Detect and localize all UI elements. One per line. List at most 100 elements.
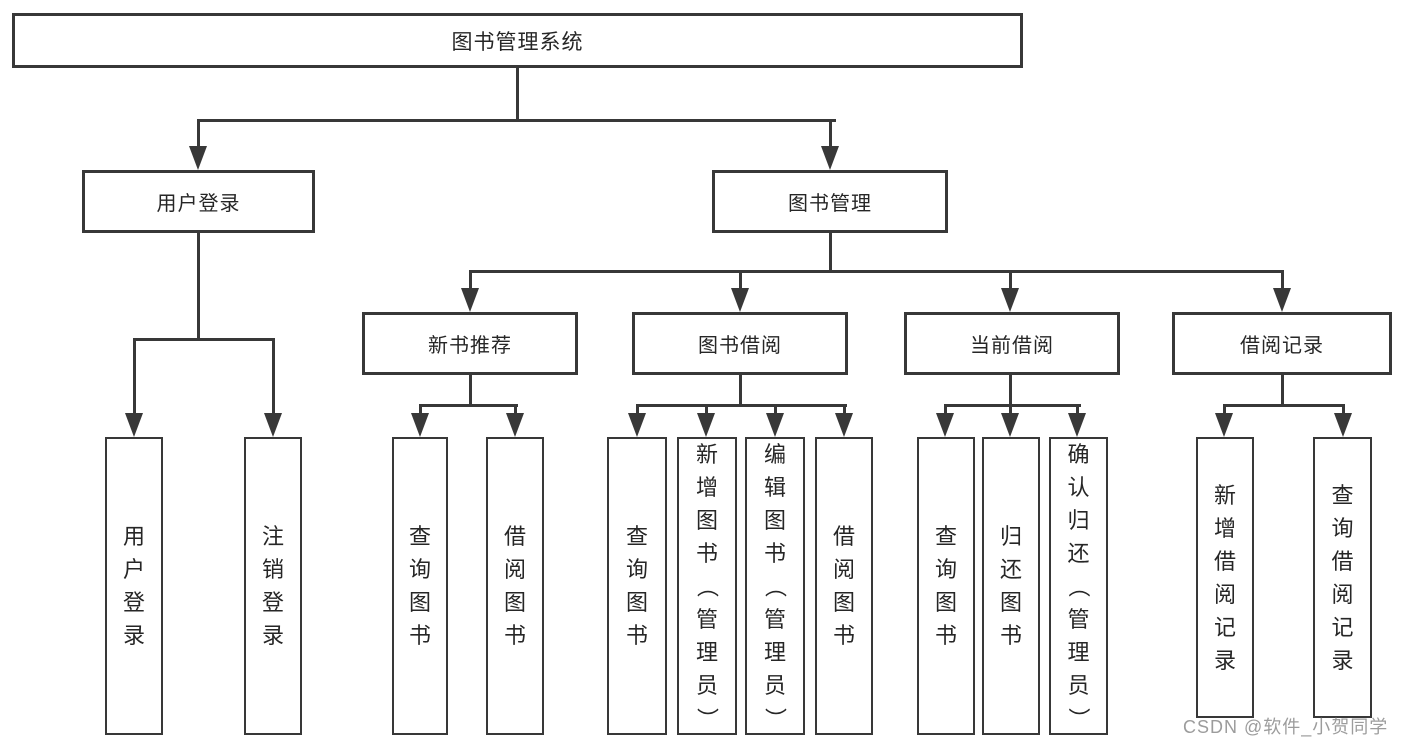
node-label-char: 销 <box>261 557 284 582</box>
arrow-down-icon <box>125 413 143 437</box>
arrow-down-icon <box>1334 413 1352 437</box>
node-label: 用户登录 <box>156 193 241 215</box>
node-label-char: 图 <box>408 590 431 615</box>
connector-line <box>829 122 832 148</box>
node-label-char: 图 <box>934 590 957 615</box>
node-label-char: 还 <box>1067 540 1090 566</box>
connector-line <box>944 404 1081 407</box>
node-leaf-bb-add: 新增图书（管理员） <box>677 437 737 735</box>
node-label-char: 图 <box>503 590 526 615</box>
node-label-char: 员 <box>1067 672 1090 698</box>
node-label-char: 确 <box>1067 441 1090 467</box>
node-user-login-group: 用户登录 <box>82 170 315 233</box>
node-label-char: 图 <box>625 590 648 615</box>
arrow-down-icon <box>936 413 954 437</box>
node-label: 当前借阅 <box>970 335 1054 357</box>
node-label-char: 图 <box>832 590 855 615</box>
connector-line <box>1009 375 1012 407</box>
node-label-char: （ <box>1066 574 1091 597</box>
connector-line <box>419 407 422 415</box>
node-label-char: 增 <box>695 474 718 500</box>
node-label-char: 阅 <box>1213 581 1236 607</box>
node-label-char: （ <box>694 574 720 597</box>
node-label-char: 图 <box>763 507 786 533</box>
node-label-char: 理 <box>1067 639 1090 665</box>
node-label-char: ） <box>762 706 788 729</box>
node-label-char: 书 <box>934 623 957 648</box>
node-root: 图书管理系统 <box>12 13 1023 68</box>
node-current-borrow: 当前借阅 <box>904 312 1120 375</box>
connector-line <box>133 338 275 341</box>
node-label-char: 注 <box>261 524 284 549</box>
node-label-char: 查 <box>408 524 431 549</box>
node-leaf-bb-edit: 编辑图书（管理员） <box>745 437 805 735</box>
node-label: 图书管理 <box>788 193 872 215</box>
arrow-down-icon <box>1001 288 1019 312</box>
node-label-char: 管 <box>763 606 786 632</box>
node-label-char: 认 <box>1067 474 1090 500</box>
node-label: 图书借阅 <box>698 335 782 357</box>
node-label-char: 归 <box>999 524 1022 549</box>
connector-line <box>843 407 846 415</box>
node-label-char: 记 <box>1331 614 1354 640</box>
connector-line <box>705 407 708 415</box>
node-new-book-recommend: 新书推荐 <box>362 312 578 375</box>
node-label-char: ） <box>694 706 720 729</box>
arrow-down-icon <box>628 413 646 437</box>
connector-line <box>739 375 742 407</box>
arrow-down-icon <box>1068 413 1086 437</box>
node-label-char: ） <box>1066 706 1091 729</box>
arrow-down-icon <box>1273 288 1291 312</box>
node-label-char: 书 <box>503 623 526 648</box>
arrow-down-icon <box>411 413 429 437</box>
connector-line <box>636 407 639 415</box>
node-label-char: 书 <box>763 540 786 566</box>
connector-line <box>1342 407 1345 415</box>
node-label-char: 录 <box>1331 647 1354 673</box>
node-leaf-bb-query: 查询图书 <box>607 437 667 735</box>
node-leaf-cb-confirm: 确认归还（管理员） <box>1049 437 1108 735</box>
node-label-char: 书 <box>625 623 648 648</box>
node-label-char: 询 <box>625 557 648 582</box>
node-leaf-bb-borrow: 借阅图书 <box>815 437 873 735</box>
connector-line <box>774 407 777 415</box>
node-label-char: 新 <box>695 441 718 467</box>
connector-line <box>1281 273 1284 290</box>
arrow-down-icon <box>189 146 207 170</box>
connector-line <box>469 375 472 407</box>
node-label-char: 录 <box>122 623 145 648</box>
node-label-char: 户 <box>122 557 145 582</box>
node-label-char: 管 <box>695 606 718 632</box>
connector-line <box>1281 375 1284 407</box>
arrow-down-icon <box>506 413 524 437</box>
node-book-management: 图书管理 <box>712 170 948 233</box>
node-label-char: 员 <box>763 672 786 698</box>
connector-line <box>636 404 847 407</box>
arrow-down-icon <box>1215 413 1233 437</box>
node-label-char: 阅 <box>832 557 855 582</box>
node-leaf-br-query: 查询借阅记录 <box>1313 437 1372 718</box>
node-label-char: 辑 <box>763 474 786 500</box>
connector-line <box>1009 407 1012 415</box>
connector-line <box>516 68 519 122</box>
node-label-char: 书 <box>408 623 431 648</box>
arrow-down-icon <box>821 146 839 170</box>
arrow-down-icon <box>461 288 479 312</box>
node-label-char: 书 <box>695 540 718 566</box>
node-label-char: 理 <box>695 639 718 665</box>
node-leaf-cb-return: 归还图书 <box>982 437 1040 735</box>
node-label-char: 借 <box>1331 548 1354 574</box>
node-label: 新书推荐 <box>428 335 512 357</box>
arrow-down-icon <box>731 288 749 312</box>
connector-line <box>197 233 200 341</box>
node-label-char: 录 <box>261 623 284 648</box>
node-leaf-br-add: 新增借阅记录 <box>1196 437 1254 718</box>
connector-line <box>944 407 947 415</box>
connector-line <box>469 270 1284 273</box>
arrow-down-icon <box>264 413 282 437</box>
connector-line <box>1223 407 1226 415</box>
node-label-char: 查 <box>934 524 957 549</box>
node-label-char: 图 <box>999 590 1022 615</box>
node-label-char: 还 <box>999 557 1022 582</box>
node-label-char: 登 <box>122 590 145 615</box>
